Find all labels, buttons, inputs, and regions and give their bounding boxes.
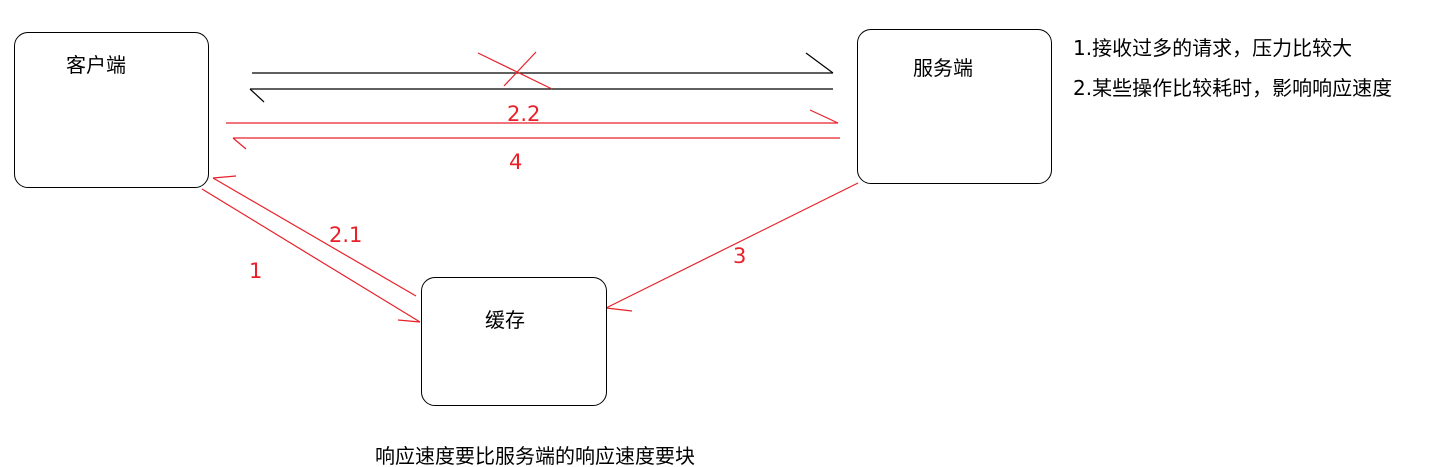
direct-response-arrow [249,88,833,103]
crossed-out-mark [477,51,553,90]
edge-4-arrow [232,137,840,150]
cache-node: 缓存 [421,277,607,406]
cache-label: 缓存 [485,308,525,332]
client-label: 客户端 [66,53,126,77]
edge-2-2-label: 2.2 [507,102,541,126]
client-node: 客户端 [14,32,209,188]
note-problem-2: 2.某些操作比较耗时，影响响应速度 [1073,76,1393,100]
server-node: 服务端 [857,29,1052,184]
edge-1-arrow [201,188,421,323]
direct-request-arrow [252,52,834,74]
server-label: 服务端 [913,56,973,80]
edge-2-2-arrow [226,109,839,124]
edge-2-1-label: 2.1 [329,223,363,247]
caption: 响应速度要比服务端的响应速度要块 [375,444,695,467]
edge-3-arrow [605,182,859,312]
edge-2-1-arrow [212,175,417,297]
edge-3-label: 3 [733,244,747,268]
edge-4-label: 4 [509,150,523,174]
edge-1-label: 1 [249,259,263,283]
note-problem-1: 1.接收过多的请求，压力比较大 [1073,36,1353,60]
